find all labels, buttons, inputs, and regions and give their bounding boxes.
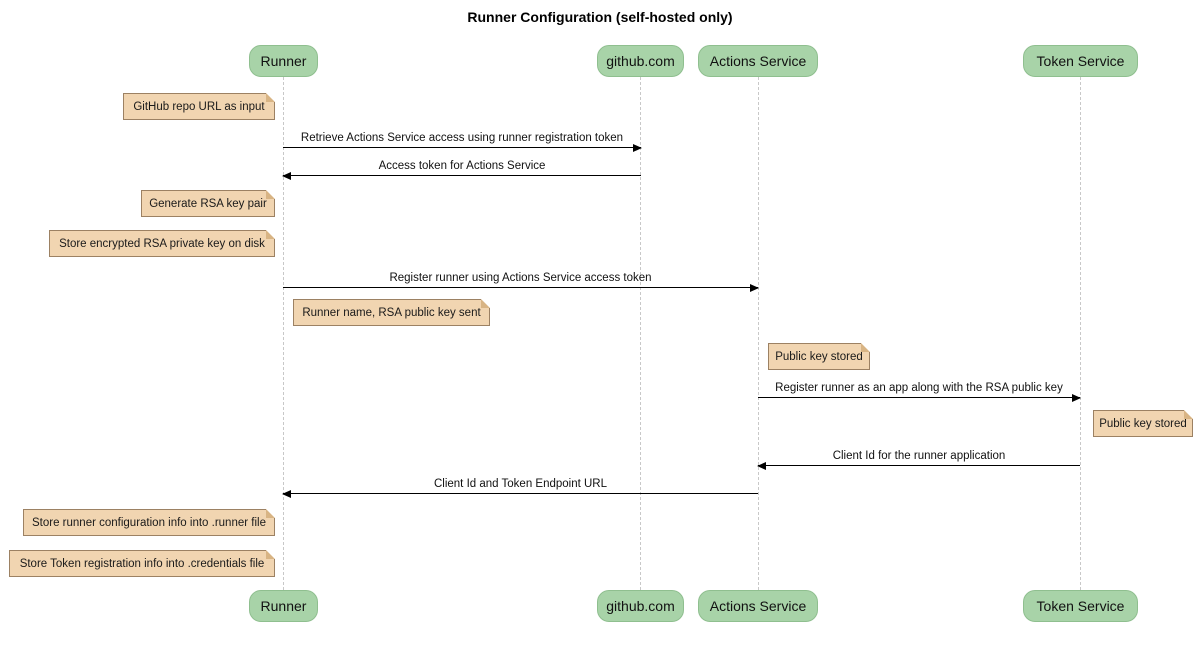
participant-github-top: github.com (597, 45, 684, 77)
arrowhead-left-icon (282, 490, 291, 498)
participant-label: Token Service (1036, 53, 1125, 69)
lifeline-actions-service (758, 77, 759, 590)
note-github-repo-url: GitHub repo URL as input (123, 93, 275, 120)
participant-label: Actions Service (709, 598, 807, 614)
note-text: Store Token registration info into .cred… (19, 557, 265, 570)
message-line (283, 287, 758, 288)
lifeline-github (640, 77, 641, 590)
message-line (758, 465, 1080, 466)
message-label: Register runner using Actions Service ac… (389, 272, 652, 284)
note-public-key-stored-token: Public key stored (1093, 410, 1193, 437)
participant-actions-service-bottom: Actions Service (698, 590, 818, 622)
participant-label: Runner (260, 598, 307, 614)
note-runner-name-sent: Runner name, RSA public key sent (293, 299, 490, 326)
note-text: Generate RSA key pair (149, 197, 267, 210)
participant-runner-bottom: Runner (249, 590, 318, 622)
arrowhead-right-icon (633, 144, 642, 152)
note-store-private-key: Store encrypted RSA private key on disk (49, 230, 275, 257)
message-label: Register runner as an app along with the… (775, 382, 1063, 394)
participant-token-service-top: Token Service (1023, 45, 1138, 77)
participant-label: github.com (606, 598, 675, 614)
note-text: Public key stored (775, 350, 863, 363)
participant-label: github.com (606, 53, 675, 69)
participant-label: Token Service (1036, 598, 1125, 614)
message-line (283, 175, 641, 176)
lifeline-runner (283, 77, 284, 590)
participant-github-bottom: github.com (597, 590, 684, 622)
arrowhead-right-icon (750, 284, 759, 292)
note-generate-rsa: Generate RSA key pair (141, 190, 275, 217)
note-text: Store encrypted RSA private key on disk (59, 237, 265, 250)
note-store-credentials-file: Store Token registration info into .cred… (9, 550, 275, 577)
arrowhead-left-icon (757, 462, 766, 470)
note-text: Runner name, RSA public key sent (302, 306, 481, 319)
participant-runner-top: Runner (249, 45, 318, 77)
message-line (758, 397, 1080, 398)
arrowhead-left-icon (282, 172, 291, 180)
lifeline-token-service (1080, 77, 1081, 590)
note-text: Store runner configuration info into .ru… (32, 516, 266, 529)
note-store-runner-file: Store runner configuration info into .ru… (23, 509, 275, 536)
diagram-title: Runner Configuration (self-hosted only) (467, 9, 733, 25)
participant-token-service-bottom: Token Service (1023, 590, 1138, 622)
message-label: Client Id for the runner application (832, 450, 1006, 462)
message-label: Retrieve Actions Service access using ru… (300, 132, 624, 144)
note-public-key-stored-actions: Public key stored (768, 343, 870, 370)
note-text: Public key stored (1099, 417, 1187, 430)
message-label: Access token for Actions Service (378, 160, 546, 172)
message-label: Client Id and Token Endpoint URL (433, 478, 608, 490)
arrowhead-right-icon (1072, 394, 1081, 402)
note-text: GitHub repo URL as input (133, 100, 265, 113)
message-line (283, 493, 758, 494)
message-line (283, 147, 641, 148)
participant-label: Actions Service (709, 53, 807, 69)
participant-actions-service-top: Actions Service (698, 45, 818, 77)
participant-label: Runner (260, 53, 307, 69)
